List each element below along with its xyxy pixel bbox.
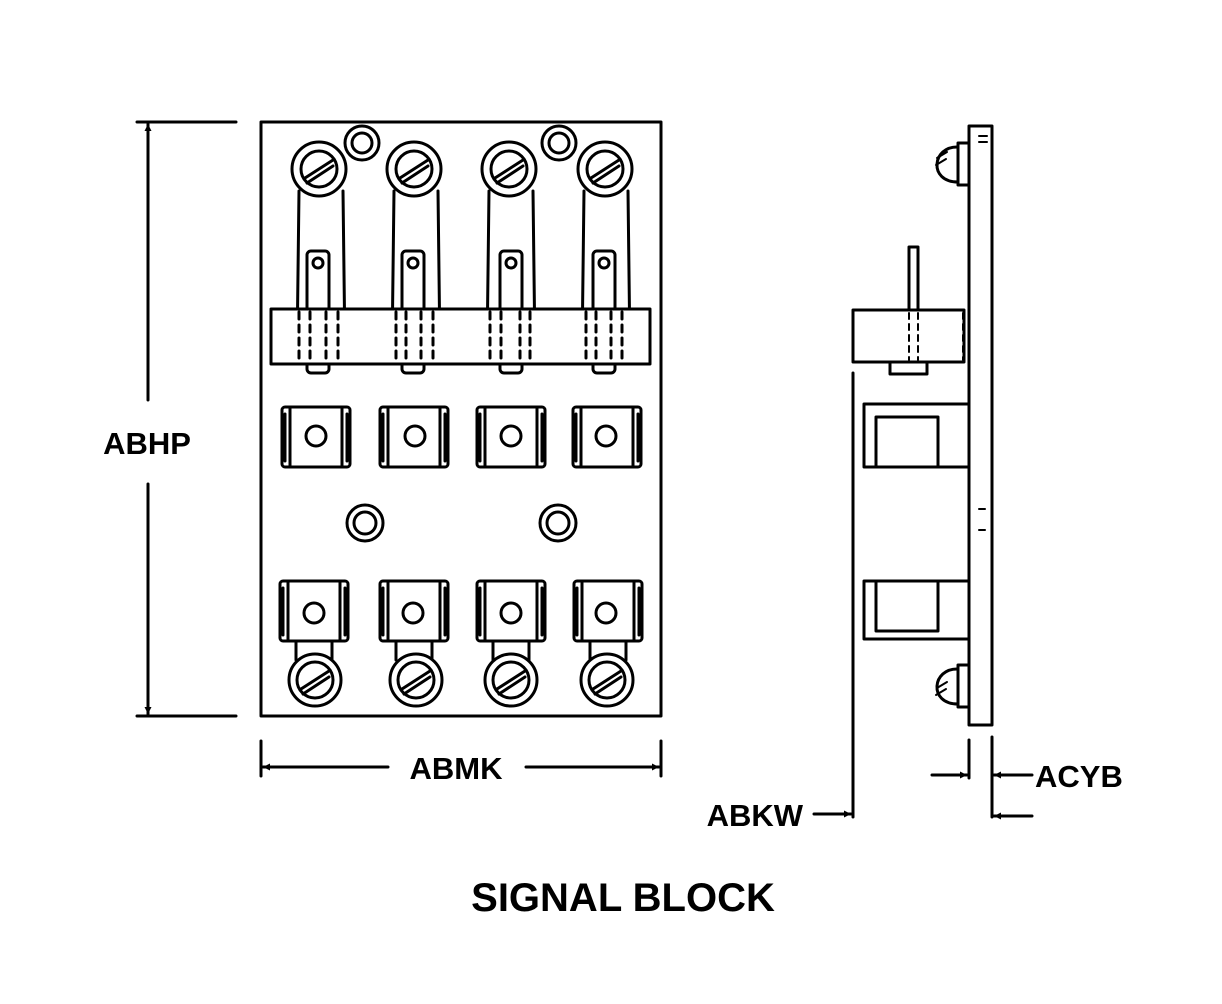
upper-strap-4 [576, 140, 634, 375]
upper-strap-3 [480, 140, 538, 375]
side-top-screw [935, 141, 971, 187]
top-mounting-holes [343, 124, 578, 162]
upper-clip-4 [571, 405, 643, 469]
upper-terminal-straps [290, 140, 634, 375]
width-label: ABMK [410, 751, 504, 786]
height-dimension: ABHP [103, 120, 238, 718]
width-dimension: ABMK [259, 739, 663, 786]
side-insulating-bar [851, 308, 966, 376]
middle-mounting-holes [345, 503, 578, 543]
depth-label: ABKW [707, 798, 804, 833]
figure-caption: SIGNAL BLOCK [471, 876, 775, 920]
thickness-dimension: ACYB [930, 735, 1123, 820]
upper-clips [280, 405, 643, 469]
height-label: ABHP [103, 426, 191, 461]
lower-terminal-3 [475, 579, 547, 708]
insulating-bar [269, 307, 652, 366]
front-view [259, 120, 663, 718]
upper-strap-2 [385, 140, 443, 375]
side-pin [907, 245, 920, 312]
lower-terminal-1 [278, 579, 350, 708]
upper-clip-3 [475, 405, 547, 469]
upper-clip-1 [280, 405, 352, 469]
lower-terminal-2 [378, 579, 450, 708]
side-clip-upper [862, 402, 971, 469]
lower-terminal-4 [572, 579, 644, 708]
side-bottom-screw [935, 663, 971, 709]
lower-terminals [278, 579, 644, 708]
base-plate [259, 120, 663, 718]
side-plate [967, 124, 994, 727]
side-view [851, 124, 994, 727]
depth-dimension: ABKW [707, 371, 855, 833]
side-clip-lower [862, 579, 971, 641]
upper-clip-2 [378, 405, 450, 469]
thickness-label: ACYB [1035, 759, 1123, 794]
